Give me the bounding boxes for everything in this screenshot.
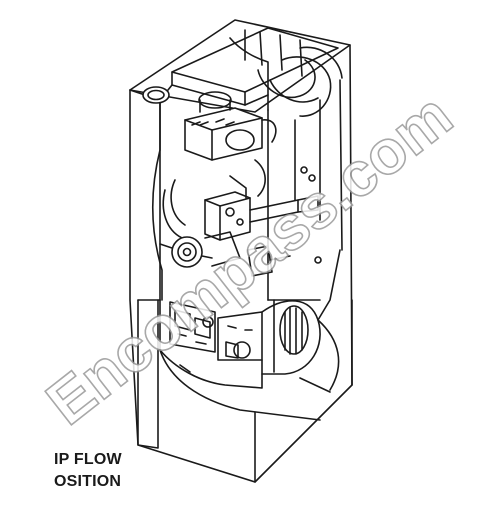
inducer-motor bbox=[184, 91, 277, 161]
blower-housing bbox=[159, 231, 273, 277]
blower-wheel bbox=[261, 299, 321, 375]
inner-housing bbox=[151, 84, 341, 321]
door-cutaway bbox=[159, 319, 340, 421]
heat-exchanger bbox=[171, 27, 343, 251]
control-board bbox=[159, 299, 263, 389]
fasteners bbox=[269, 166, 322, 264]
vent-port bbox=[142, 86, 170, 104]
caption-line-1: IP FLOW bbox=[54, 451, 122, 468]
gas-valve bbox=[162, 159, 319, 241]
caption-line-2: OSITION bbox=[54, 473, 122, 490]
